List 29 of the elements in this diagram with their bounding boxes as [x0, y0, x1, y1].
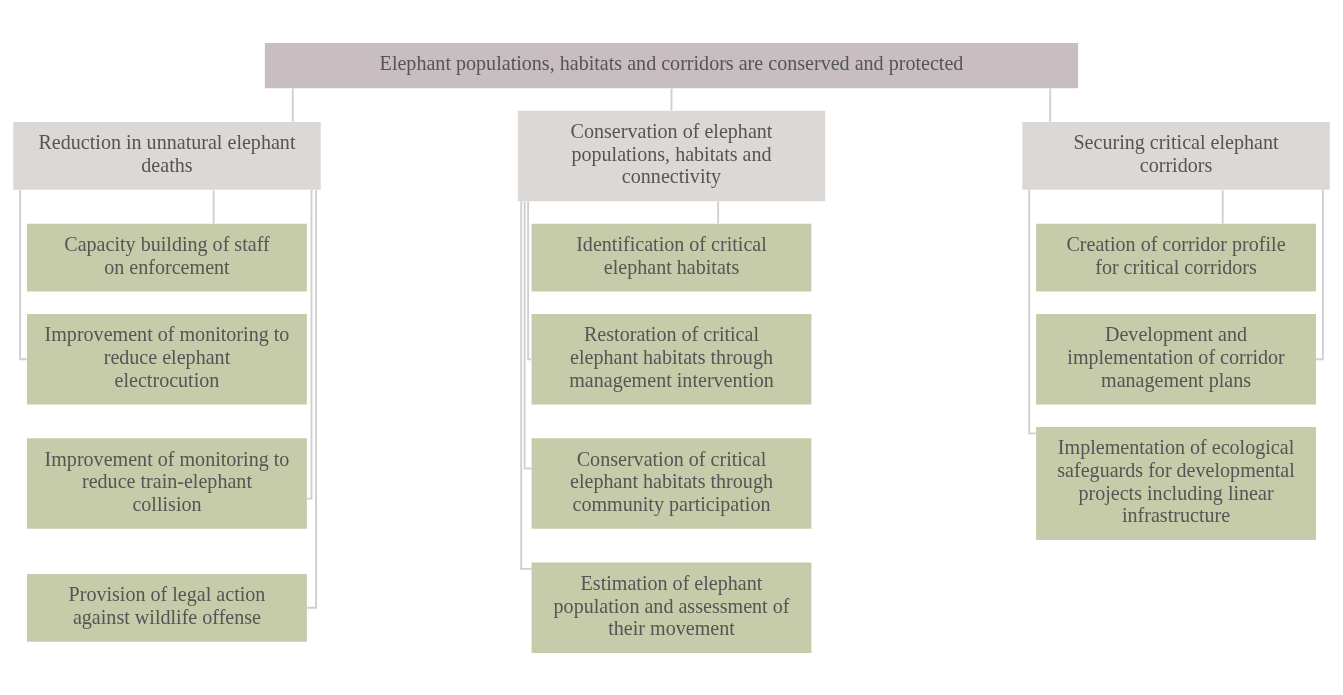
connector [523, 200, 533, 469]
node-box: Securing critical elephant corridors [1022, 121, 1330, 190]
node-box: Elephant populations, habitats and corridors are conserved and protected [264, 42, 1079, 88]
node-box: Improvement of monitoring to reduce elephant electrocution [27, 313, 307, 404]
connector [527, 200, 533, 360]
connector [306, 188, 313, 500]
node-box: Identification of critical elephant habitats [531, 223, 812, 291]
node-box: Estimation of elephant population and assessment of their movement [531, 562, 812, 653]
connector [520, 199, 533, 570]
node-box: Provision of legal action against wildlife offense [27, 573, 307, 642]
node-box: Implementation of ecological safeguards for developmental projects including linear infrastructure [1036, 426, 1316, 540]
node-box: Conservation of critical elephant habitats through community participation [531, 437, 812, 529]
connector [1049, 87, 1052, 123]
connector [670, 87, 673, 112]
node-box: Restoration of critical elephant habitats through management intervention [531, 313, 812, 404]
node-box: Creation of corridor profile for critical corridors [1036, 223, 1316, 291]
node-box: Development and implementation of corridor management plans [1036, 313, 1316, 404]
node-box: Reduction in unnatural elephant deaths [13, 121, 321, 190]
node-box: Conservation of elephant populations, habitats and connectivity [517, 110, 826, 201]
connector [212, 188, 215, 225]
connector [306, 188, 318, 609]
connector [1221, 188, 1224, 225]
connector [291, 87, 294, 123]
node-box: Capacity building of staff on enforcement [27, 223, 307, 291]
connector [717, 200, 720, 224]
connector [1315, 188, 1324, 360]
connector [19, 188, 28, 360]
node-box: Improvement of monitoring to reduce train-elephant collision [27, 437, 307, 529]
connector [1028, 188, 1037, 434]
